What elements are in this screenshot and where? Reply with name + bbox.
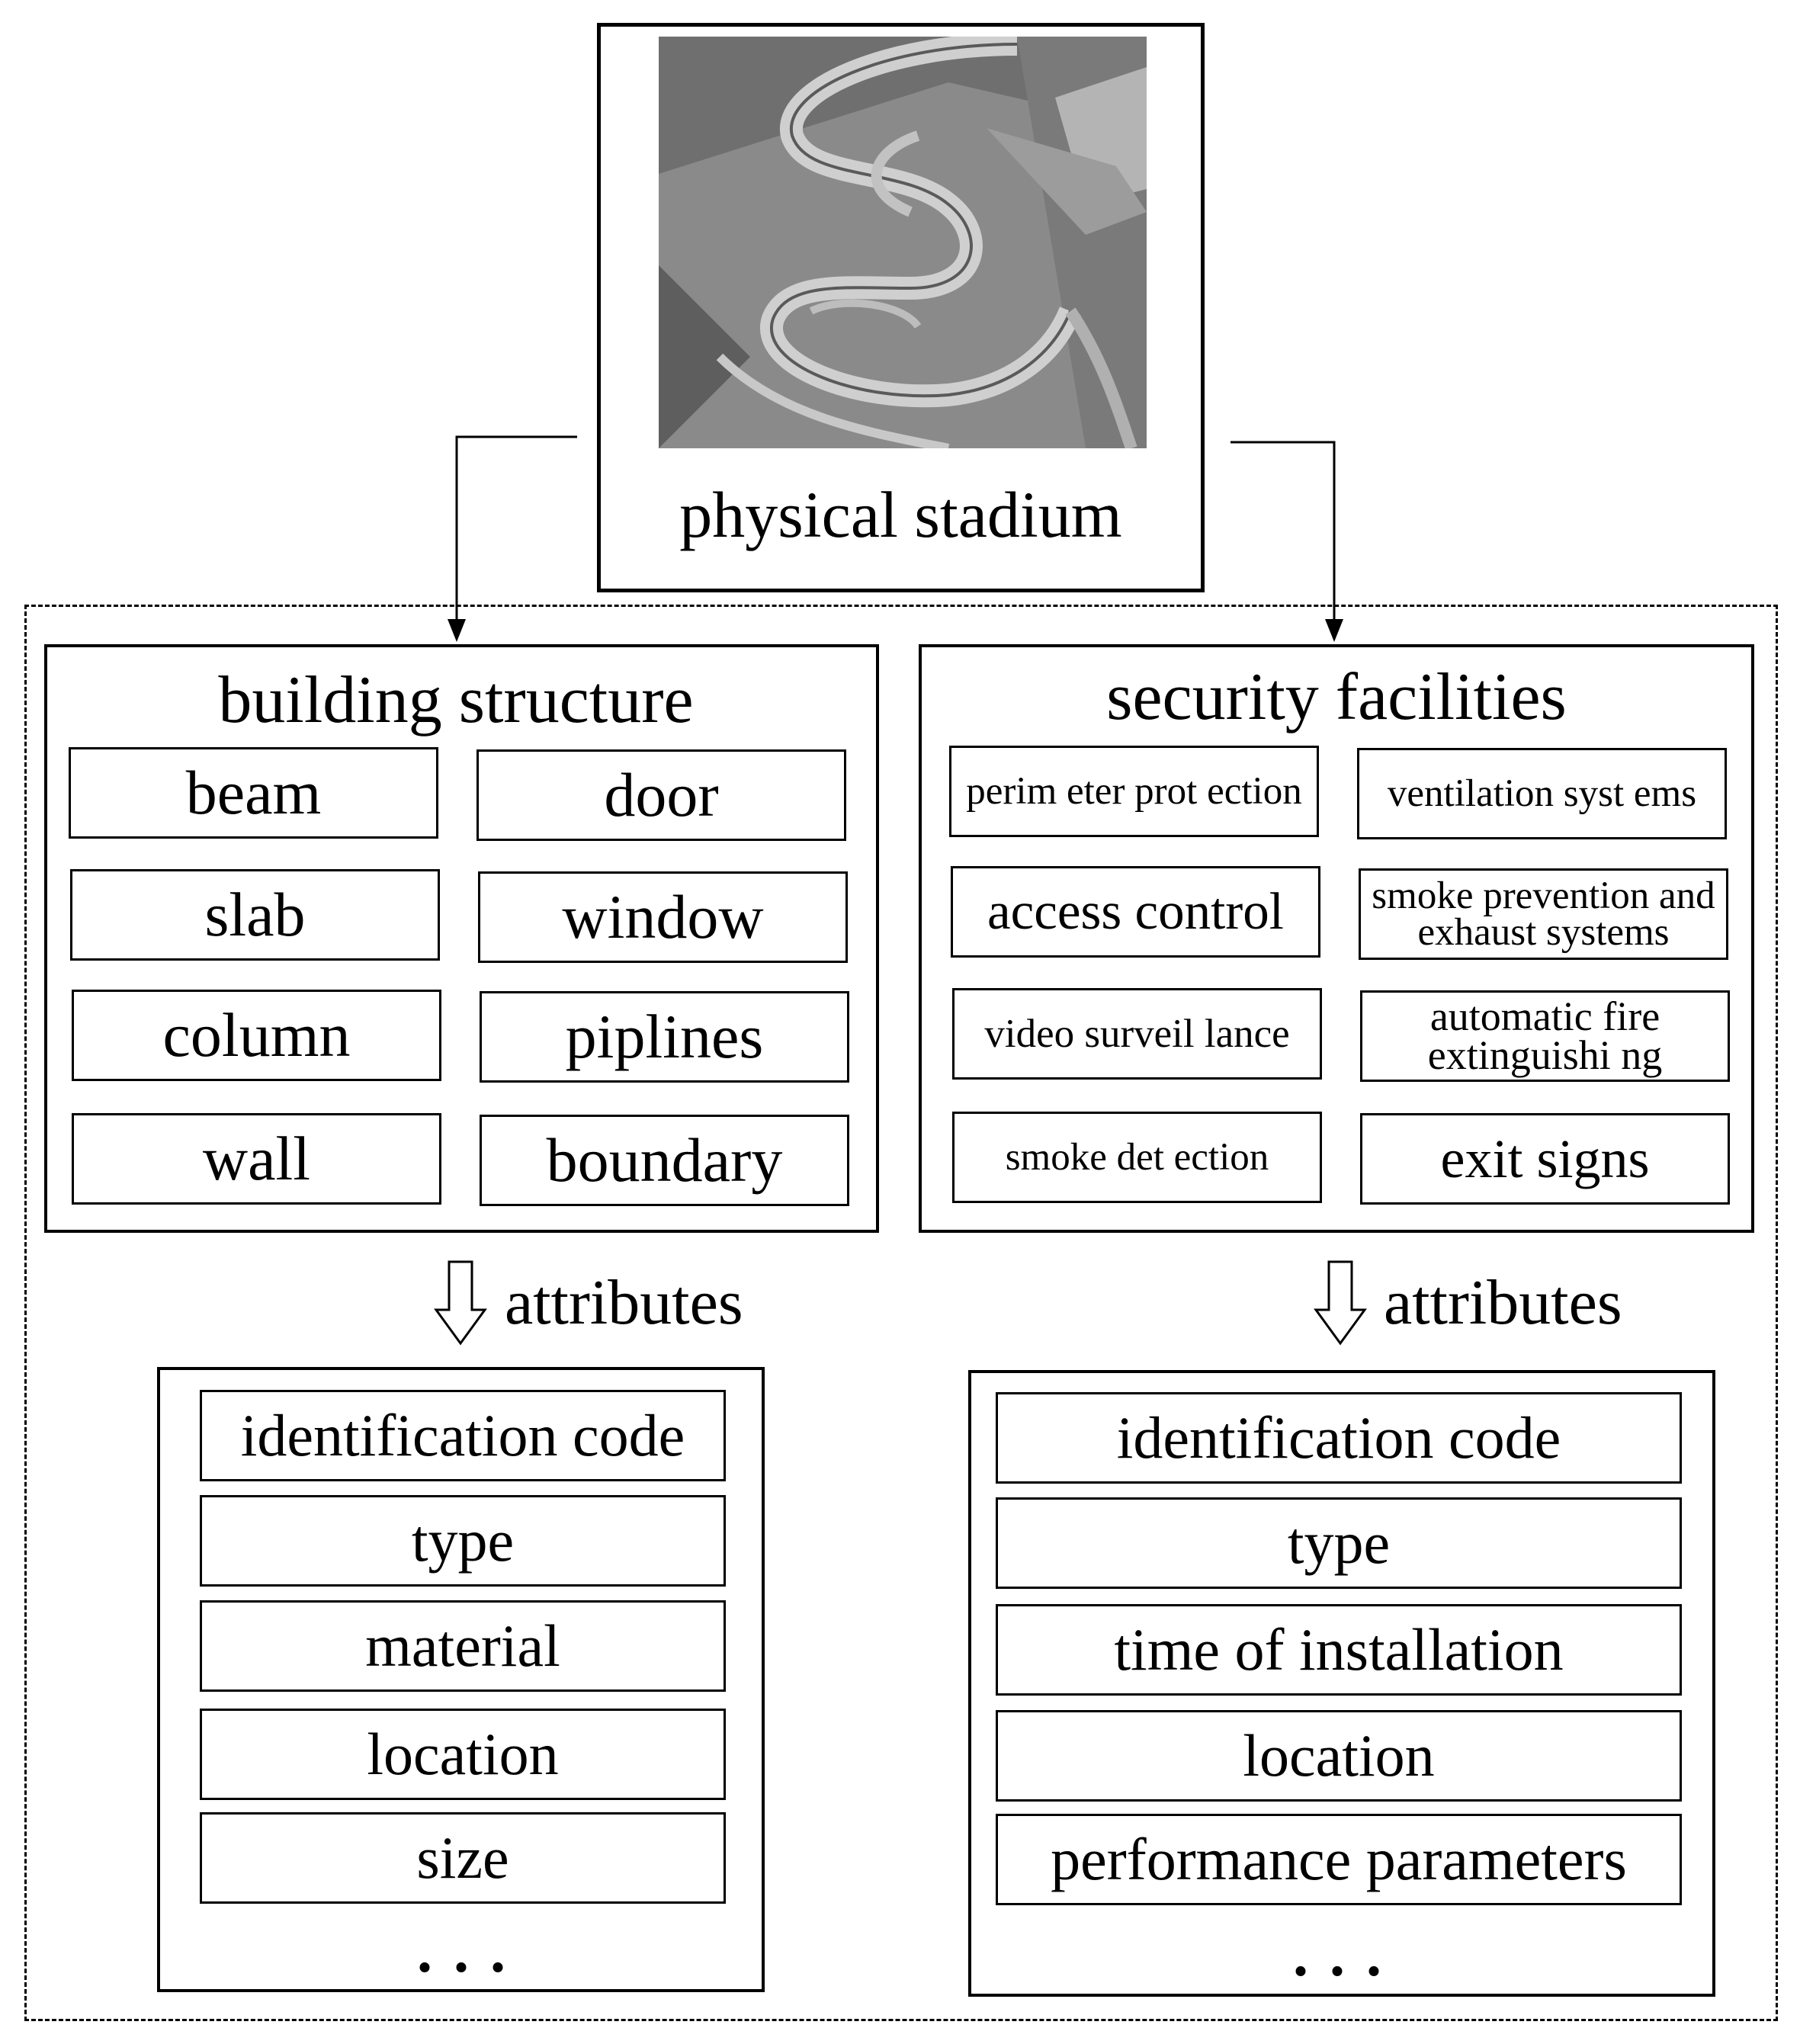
security-attributes-label: attributes — [1384, 1267, 1622, 1338]
item-door: door — [476, 749, 846, 841]
attr-location-2: location — [996, 1710, 1682, 1802]
attr-size: size — [200, 1812, 726, 1904]
item-perimeter-protection: perim eter prot ection — [949, 746, 1319, 837]
item-automatic-fire-extinguishing: automatic fire extinguishi ng — [1360, 990, 1730, 1082]
security-facilities-title: security facilities — [1106, 660, 1567, 734]
item-smoke-detection: smoke det ection — [952, 1112, 1322, 1203]
attr-performance-parameters: performance parameters — [996, 1814, 1682, 1905]
arrow-to-building-structure — [455, 435, 577, 633]
item-boundary: boundary — [480, 1115, 849, 1206]
item-column: column — [72, 990, 441, 1081]
item-access-control: access control — [951, 866, 1320, 958]
item-piplines: piplines — [480, 991, 849, 1083]
attr-type-2: type — [996, 1497, 1682, 1589]
hollow-down-arrow-right — [1314, 1260, 1367, 1346]
hollow-down-arrow-left — [434, 1260, 487, 1346]
building-more-ellipsis: . . . — [417, 1918, 509, 1985]
item-exit-signs: exit signs — [1360, 1113, 1730, 1205]
item-beam: beam — [69, 747, 438, 839]
attr-identification-code: identification code — [200, 1390, 726, 1481]
arrow-to-security-facilities — [1230, 441, 1336, 633]
security-more-ellipsis: . . . — [1293, 1922, 1384, 1989]
physical-stadium-label: physical stadium — [679, 478, 1122, 551]
stadium-photo — [659, 37, 1147, 448]
attr-type: type — [200, 1495, 726, 1587]
item-ventilation-systems: ventilation syst ems — [1357, 748, 1727, 839]
item-window: window — [478, 871, 848, 963]
item-slab: slab — [70, 869, 440, 961]
attr-location: location — [200, 1709, 726, 1800]
physical-stadium-box: physical stadium — [597, 23, 1205, 592]
attr-material: material — [200, 1600, 726, 1692]
model-container — [24, 605, 1778, 2021]
building-attributes-label: attributes — [505, 1267, 743, 1338]
item-wall: wall — [72, 1113, 441, 1205]
attr-time-of-installation: time of installation — [996, 1604, 1682, 1696]
attr-identification-code-2: identification code — [996, 1392, 1682, 1484]
arrowhead-right — [1325, 619, 1343, 642]
item-video-surveillance: video surveil lance — [952, 988, 1322, 1080]
building-structure-title: building structure — [218, 663, 694, 737]
arrowhead-left — [448, 619, 466, 642]
item-smoke-prevention: smoke prevention and exhaust systems — [1359, 868, 1728, 960]
